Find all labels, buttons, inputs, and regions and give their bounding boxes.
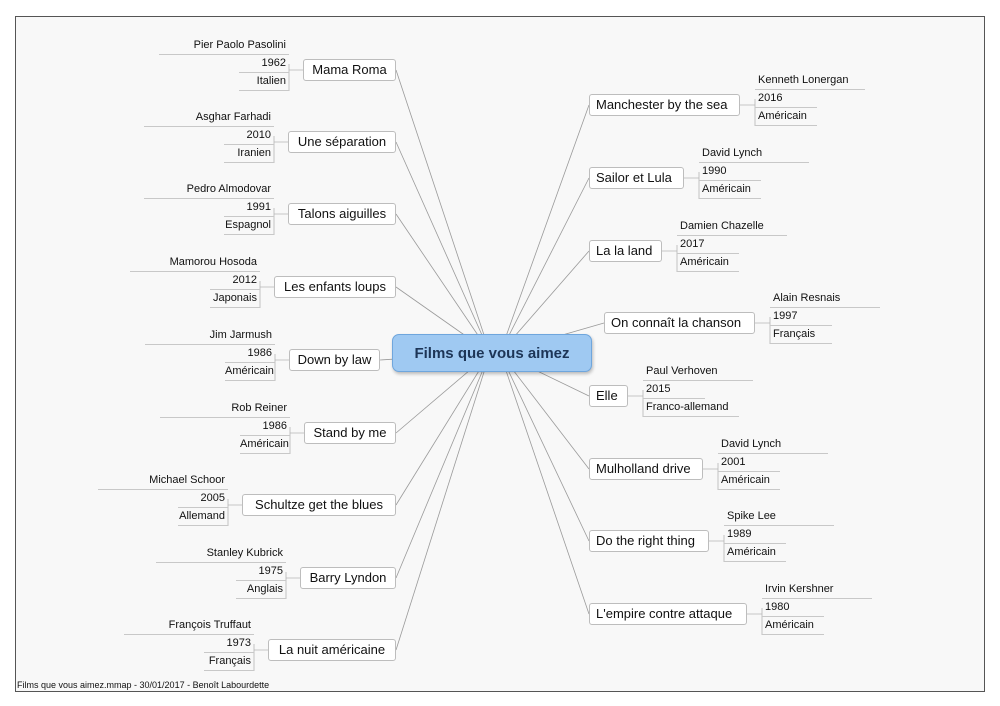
film-detail: Jim Jarmush bbox=[145, 327, 275, 345]
film-detail: Américain bbox=[240, 436, 290, 454]
detail-bracket bbox=[285, 572, 300, 599]
detail-bracket bbox=[227, 499, 242, 526]
film-detail: 2001 bbox=[718, 454, 780, 472]
film-detail: Spike Lee bbox=[724, 508, 834, 526]
film-detail: Pedro Almodovar bbox=[144, 181, 274, 199]
detail-bracket bbox=[709, 535, 725, 562]
film-node[interactable]: L'empire contre attaque bbox=[589, 603, 747, 625]
film-detail: Anglais bbox=[236, 581, 286, 599]
detail-bracket bbox=[740, 99, 756, 126]
branch-line bbox=[395, 352, 491, 651]
branch-line bbox=[499, 352, 590, 542]
branch-line bbox=[395, 141, 491, 354]
film-detail: Pier Paolo Pasolini bbox=[159, 37, 289, 55]
film-detail: Damien Chazelle bbox=[677, 218, 787, 236]
film-detail: Américain bbox=[755, 108, 817, 126]
film-detail: 1989 bbox=[724, 526, 786, 544]
detail-bracket bbox=[253, 644, 268, 671]
film-detail: 1997 bbox=[770, 308, 832, 326]
detail-bracket bbox=[274, 354, 289, 381]
film-detail: Japonais bbox=[210, 290, 260, 308]
film-detail: Américain bbox=[724, 544, 786, 562]
film-detail: Michael Schoor bbox=[98, 472, 228, 490]
branch-line bbox=[499, 352, 590, 615]
film-detail: Franco-allemand bbox=[643, 399, 739, 417]
film-node[interactable]: Down by law bbox=[289, 349, 380, 371]
film-detail: Américain bbox=[677, 254, 739, 272]
detail-bracket bbox=[288, 64, 303, 91]
film-node[interactable]: Mulholland drive bbox=[589, 458, 703, 480]
film-detail: David Lynch bbox=[699, 145, 809, 163]
film-node[interactable]: La la land bbox=[589, 240, 662, 262]
detail-bracket bbox=[747, 608, 763, 635]
detail-bracket bbox=[628, 390, 644, 417]
film-detail: David Lynch bbox=[718, 436, 828, 454]
film-detail: 1986 bbox=[240, 418, 290, 436]
film-detail: 1990 bbox=[699, 163, 761, 181]
detail-bracket bbox=[703, 463, 719, 490]
film-node[interactable]: Schultze get the blues bbox=[242, 494, 396, 516]
film-node[interactable]: Manchester by the sea bbox=[589, 94, 740, 116]
film-node[interactable]: On connaît la chanson bbox=[604, 312, 755, 334]
film-detail: Espagnol bbox=[224, 217, 274, 235]
branch-line bbox=[395, 352, 491, 506]
film-detail: 2010 bbox=[224, 127, 274, 145]
detail-bracket bbox=[662, 245, 678, 272]
film-detail: Rob Reiner bbox=[160, 400, 290, 418]
detail-bracket bbox=[259, 281, 274, 308]
film-detail: 1986 bbox=[225, 345, 275, 363]
film-detail: Mamorou Hosoda bbox=[130, 254, 260, 272]
film-detail: Stanley Kubrick bbox=[156, 545, 286, 563]
film-detail: Français bbox=[770, 326, 832, 344]
film-node[interactable]: Une séparation bbox=[288, 131, 396, 153]
branch-line bbox=[395, 213, 491, 354]
film-detail: 1975 bbox=[236, 563, 286, 581]
central-topic[interactable]: Films que vous aimez bbox=[392, 334, 592, 372]
film-detail: Alain Resnais bbox=[770, 290, 880, 308]
film-detail: Américain bbox=[762, 617, 824, 635]
film-detail: Américain bbox=[225, 363, 275, 381]
branch-line bbox=[499, 352, 590, 470]
film-detail: 1962 bbox=[239, 55, 289, 73]
film-node[interactable]: Les enfants loups bbox=[274, 276, 396, 298]
film-detail: 2012 bbox=[210, 272, 260, 290]
film-node[interactable]: Sailor et Lula bbox=[589, 167, 684, 189]
film-detail: Iranien bbox=[224, 145, 274, 163]
film-detail: Irvin Kershner bbox=[762, 581, 872, 599]
film-detail: 1991 bbox=[224, 199, 274, 217]
detail-bracket bbox=[273, 136, 288, 163]
branch-line bbox=[395, 352, 491, 579]
film-node[interactable]: Elle bbox=[589, 385, 628, 407]
film-detail: 2015 bbox=[643, 381, 705, 399]
detail-bracket bbox=[273, 208, 288, 235]
film-node[interactable]: Mama Roma bbox=[303, 59, 396, 81]
detail-bracket bbox=[755, 317, 771, 344]
branch-line bbox=[499, 104, 590, 354]
film-detail: Français bbox=[204, 653, 254, 671]
film-node[interactable]: Barry Lyndon bbox=[300, 567, 396, 589]
film-detail: Kenneth Lonergan bbox=[755, 72, 865, 90]
film-detail: 1973 bbox=[204, 635, 254, 653]
film-detail: François Truffaut bbox=[124, 617, 254, 635]
film-node[interactable]: Talons aiguilles bbox=[288, 203, 396, 225]
detail-bracket bbox=[684, 172, 700, 199]
film-detail: Paul Verhoven bbox=[643, 363, 753, 381]
film-node[interactable]: La nuit américaine bbox=[268, 639, 396, 661]
film-detail: Italien bbox=[239, 73, 289, 91]
branch-line bbox=[395, 69, 491, 354]
film-node[interactable]: Do the right thing bbox=[589, 530, 709, 552]
film-detail: 2017 bbox=[677, 236, 739, 254]
film-node[interactable]: Stand by me bbox=[304, 422, 396, 444]
detail-bracket bbox=[289, 427, 304, 454]
film-detail: 2005 bbox=[178, 490, 228, 508]
footer-caption: Films que vous aimez.mmap - 30/01/2017 -… bbox=[17, 680, 270, 690]
branch-line bbox=[499, 177, 590, 354]
film-detail: 1980 bbox=[762, 599, 824, 617]
film-detail: 2016 bbox=[755, 90, 817, 108]
film-detail: Américain bbox=[718, 472, 780, 490]
film-detail: Asghar Farhadi bbox=[144, 109, 274, 127]
film-detail: Allemand bbox=[178, 508, 228, 526]
film-detail: Américain bbox=[699, 181, 761, 199]
